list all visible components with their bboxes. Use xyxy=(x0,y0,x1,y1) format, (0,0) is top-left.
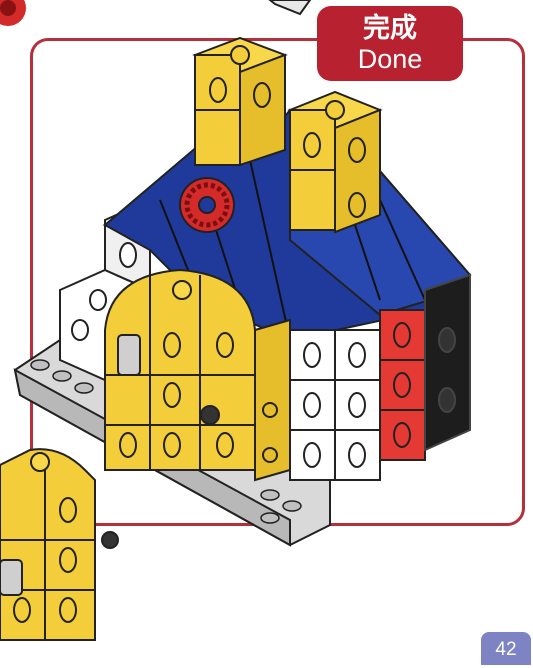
done-label-zh: 完成 xyxy=(317,14,463,44)
black-column xyxy=(425,275,470,450)
page-number: 42 xyxy=(481,632,531,665)
white-wall-front xyxy=(290,330,380,480)
red-column xyxy=(380,310,425,460)
yellow-partial-block xyxy=(0,449,118,640)
yellow-chimney-left xyxy=(195,38,285,165)
red-gear-icon xyxy=(180,178,234,232)
partial-gear-icon xyxy=(0,0,26,26)
done-label: 完成 Done xyxy=(317,6,463,81)
done-label-en: Done xyxy=(317,44,463,74)
yellow-chimney-right xyxy=(290,92,380,232)
